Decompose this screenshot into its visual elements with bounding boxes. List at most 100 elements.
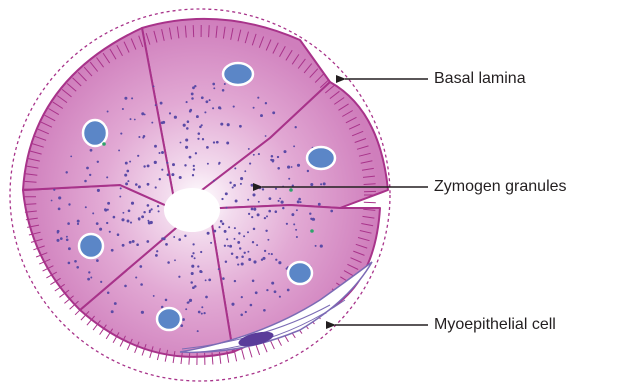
granule	[154, 145, 157, 148]
granule	[279, 198, 281, 200]
granule	[237, 241, 240, 244]
nucleus	[307, 147, 335, 169]
granule	[106, 176, 108, 178]
nucleus	[157, 308, 181, 330]
granule	[263, 309, 266, 312]
granule	[257, 97, 259, 99]
nucleus	[83, 120, 107, 146]
granule	[99, 228, 102, 231]
granule	[224, 230, 227, 233]
granule	[241, 262, 244, 265]
granule	[191, 272, 194, 275]
granule	[107, 202, 110, 205]
granule	[138, 217, 141, 220]
granule	[141, 112, 144, 115]
granule	[68, 247, 71, 250]
granule	[243, 235, 245, 237]
granule	[203, 312, 205, 314]
granule	[253, 107, 255, 109]
granule	[118, 149, 120, 151]
granule	[53, 189, 55, 191]
granule	[258, 201, 260, 203]
granule	[252, 280, 255, 283]
granule	[200, 271, 202, 273]
granule	[296, 236, 298, 238]
granule	[172, 163, 175, 166]
granule	[155, 104, 157, 106]
granule	[149, 211, 151, 213]
granule	[134, 119, 136, 121]
granule	[190, 109, 193, 112]
granule	[300, 201, 302, 203]
granule	[262, 257, 265, 260]
granule	[260, 114, 263, 117]
granule	[226, 207, 228, 209]
granule	[106, 222, 108, 224]
granule	[158, 210, 160, 212]
granule	[151, 122, 153, 124]
granule	[166, 162, 168, 164]
granule	[268, 253, 270, 255]
granule	[197, 138, 199, 140]
granule	[204, 111, 206, 113]
granule	[309, 212, 311, 214]
granule	[258, 186, 261, 189]
granule	[87, 278, 90, 281]
granule	[279, 296, 281, 298]
granule	[121, 218, 124, 221]
granule	[153, 86, 155, 88]
granule	[271, 159, 274, 162]
granule	[167, 261, 170, 264]
granule	[192, 252, 194, 254]
granule	[207, 232, 210, 235]
granule	[192, 243, 194, 245]
granule	[135, 183, 138, 186]
granule	[192, 174, 194, 176]
granule	[154, 161, 157, 164]
granule	[213, 230, 216, 233]
granule	[150, 221, 153, 224]
granule	[296, 209, 298, 211]
granule	[109, 231, 111, 233]
granule	[251, 216, 253, 218]
granule	[178, 276, 180, 278]
granule	[310, 183, 313, 186]
label-zymogen-granules: Zymogen granules	[434, 178, 567, 196]
granule	[248, 213, 250, 215]
granule	[229, 182, 231, 184]
granule	[218, 268, 220, 270]
granule	[257, 213, 260, 216]
granule	[221, 198, 223, 200]
granule	[65, 171, 67, 173]
label-basal-lamina: Basal lamina	[434, 70, 526, 88]
granule	[97, 161, 99, 163]
granule	[120, 187, 122, 189]
granule	[138, 185, 141, 188]
granule	[222, 89, 225, 92]
granule	[167, 174, 170, 177]
granule	[220, 220, 223, 223]
granule	[85, 206, 87, 208]
granule	[234, 227, 236, 229]
granule	[247, 251, 249, 253]
granule	[199, 126, 202, 129]
granule	[275, 188, 277, 190]
granule	[265, 135, 267, 137]
granule	[320, 245, 323, 248]
granule	[131, 202, 134, 205]
granule	[234, 238, 236, 240]
granule	[212, 83, 215, 86]
granule	[252, 193, 255, 196]
granule	[139, 265, 142, 268]
granule	[310, 218, 312, 220]
granule	[191, 97, 194, 100]
granule	[138, 136, 140, 138]
granule	[266, 215, 268, 217]
granule	[278, 261, 281, 264]
granule	[253, 228, 256, 231]
granule	[235, 200, 238, 203]
granule	[186, 101, 188, 103]
granule	[191, 92, 194, 95]
granule	[240, 177, 243, 180]
granule	[128, 209, 131, 212]
